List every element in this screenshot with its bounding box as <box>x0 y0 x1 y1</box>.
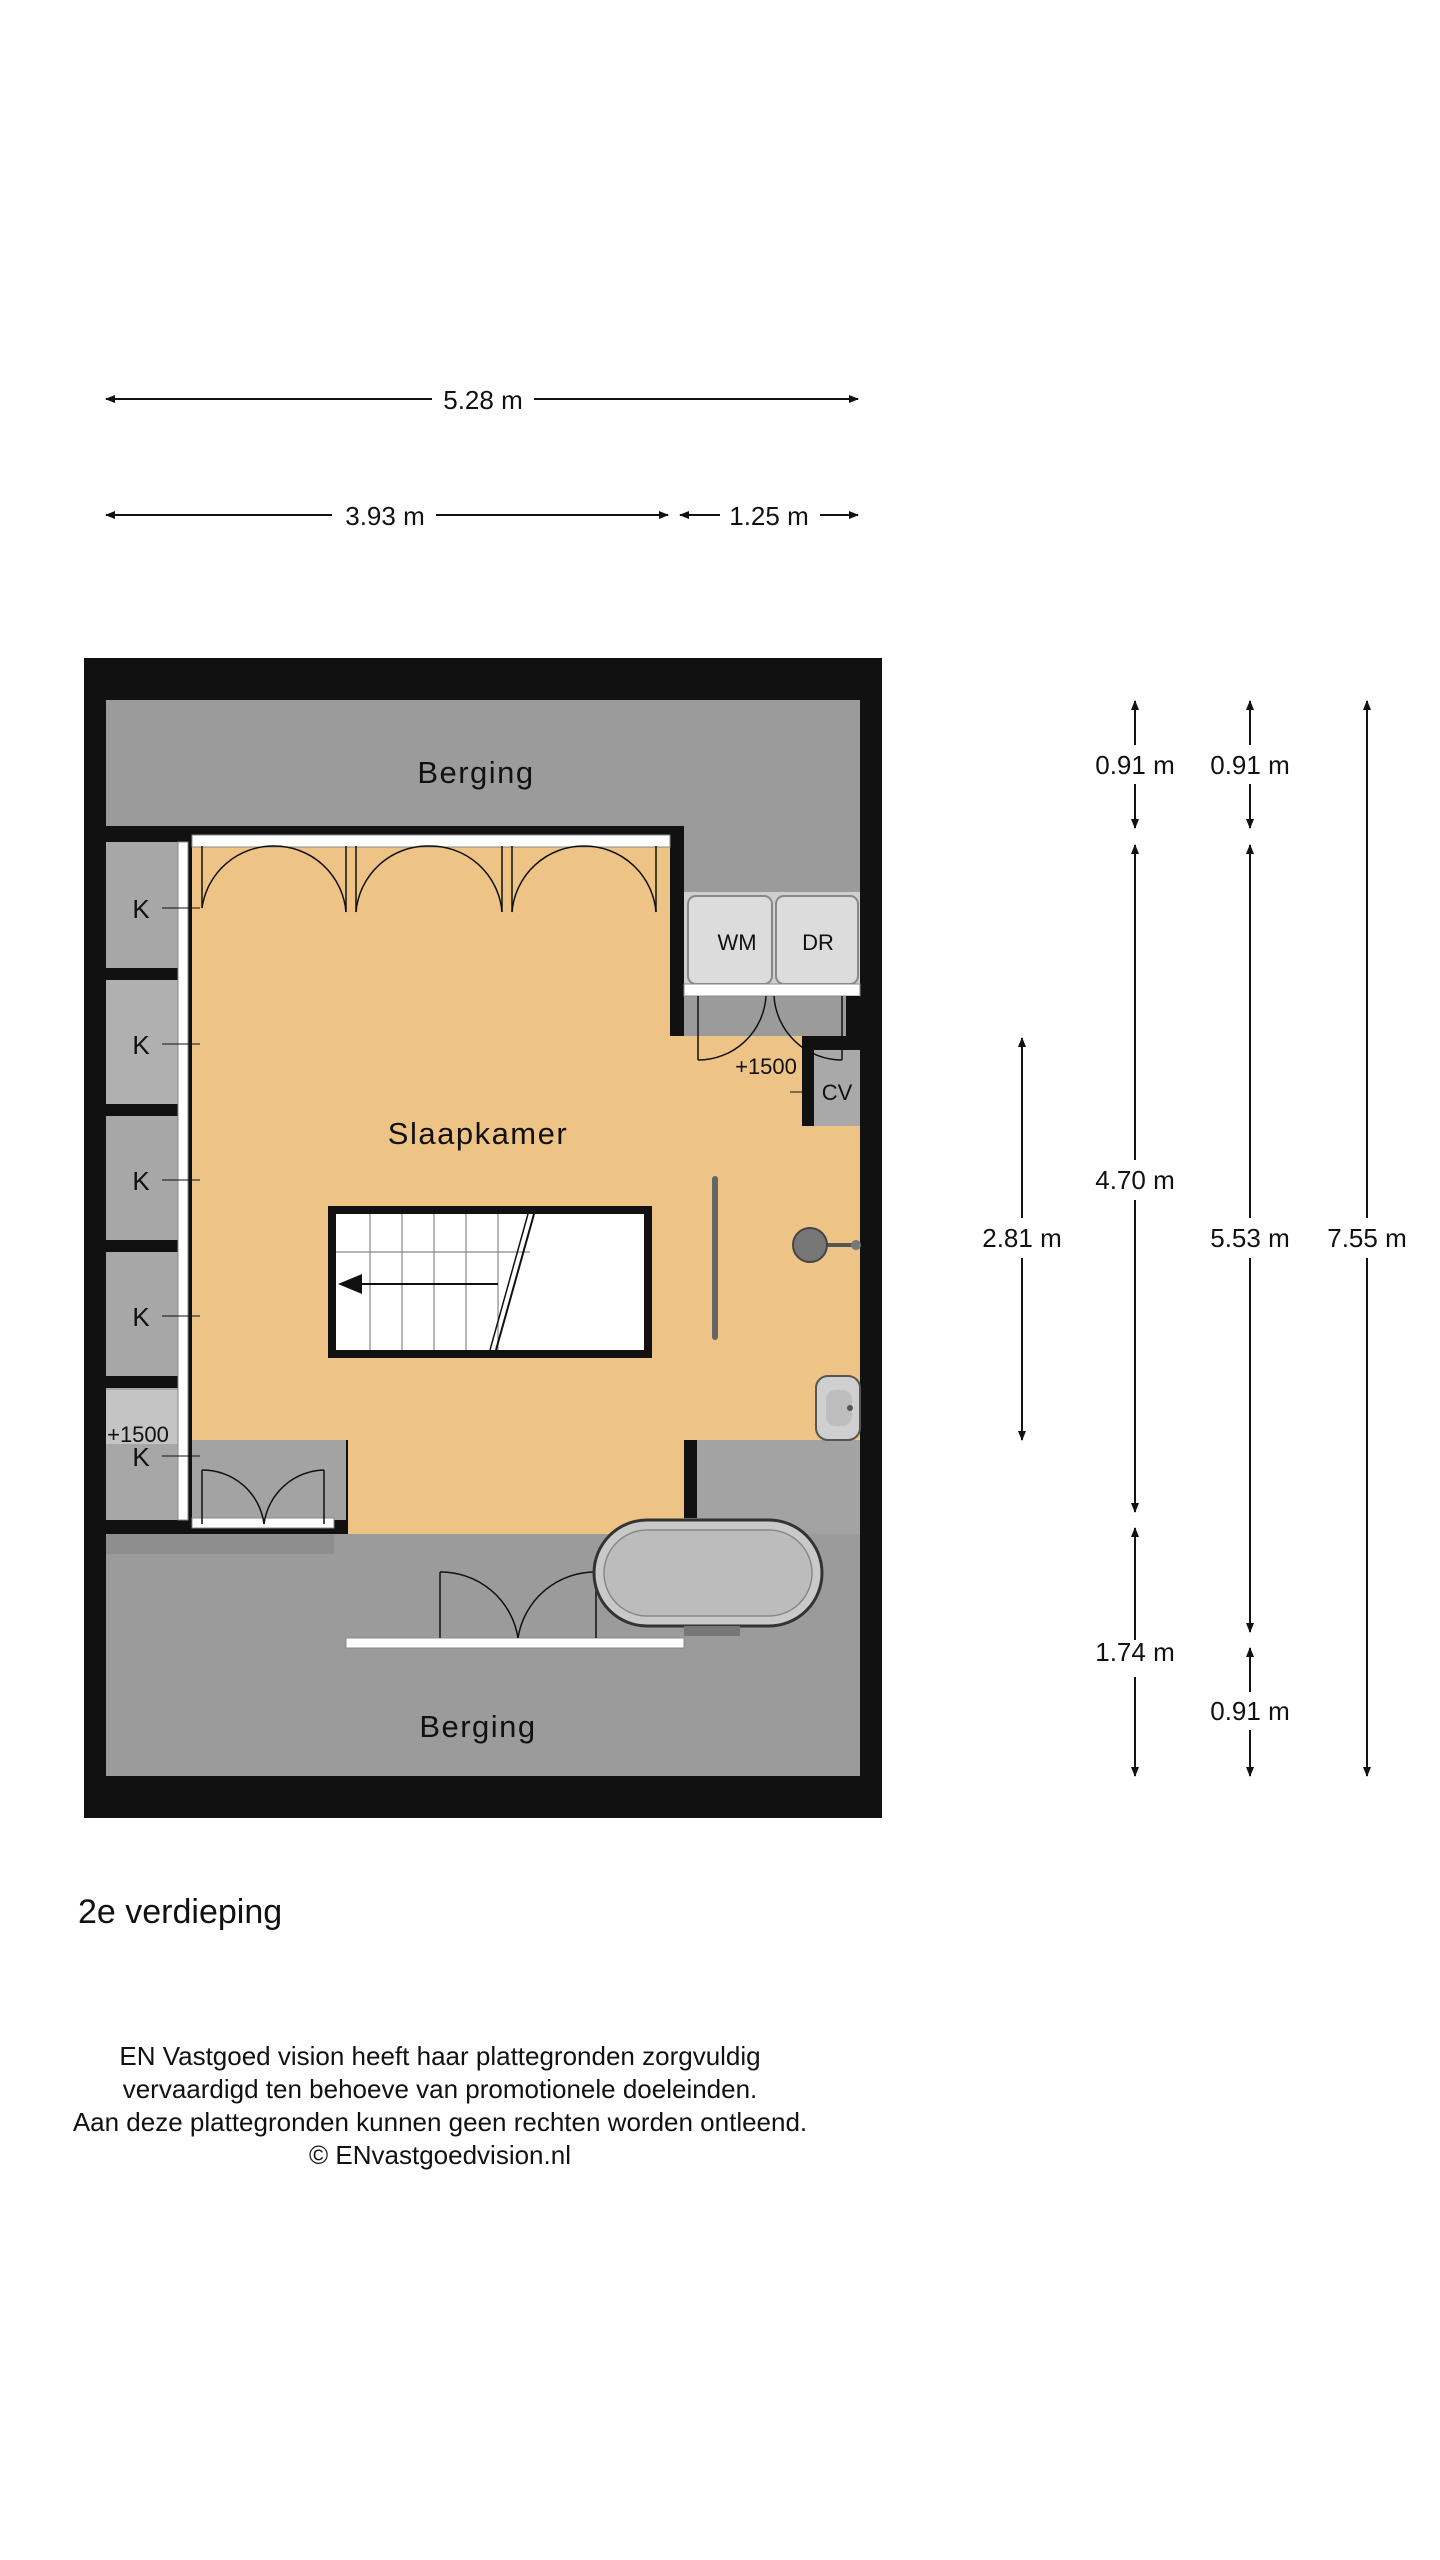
closet-2 <box>106 980 182 1104</box>
dryer-label: DR <box>802 930 834 955</box>
closet-label: K <box>132 1030 150 1060</box>
closet-label: K <box>132 894 150 924</box>
dim-label: 2.81 m <box>982 1223 1062 1253</box>
dim-label: 0.91 m <box>1210 750 1290 780</box>
dim-label: 1.74 m <box>1095 1637 1175 1667</box>
dim-label: 3.93 m <box>345 501 425 531</box>
room-berging-bottom: Berging <box>419 1709 536 1744</box>
dim-width-left: 3.93 m <box>105 501 669 531</box>
disclaimer-link: © ENvastgoedvision.nl <box>309 2140 571 2170</box>
building <box>84 658 882 1818</box>
dim-label: 7.55 m <box>1327 1223 1407 1253</box>
shower-head-icon <box>792 1227 861 1263</box>
room-slaapkamer: Slaapkamer <box>388 1116 568 1151</box>
bathtub-icon <box>592 1518 824 1636</box>
stairwell <box>328 1206 652 1358</box>
stair-arrow-icon <box>338 1274 362 1294</box>
closet-leaders <box>162 907 814 1457</box>
doors-top <box>201 845 843 1639</box>
dim-label: 0.91 m <box>1095 750 1175 780</box>
dim-verticals: 0.91 m 4.70 m 1.74 m 0.91 m 5.53 m 0.91 … <box>982 700 1407 1777</box>
closet-label: K <box>132 1442 150 1472</box>
disclaimer: EN Vastgoed vision heeft haar plattegron… <box>20 2040 860 2172</box>
level-label: +1500 <box>107 1422 169 1447</box>
dim-width-right: 1.25 m <box>679 501 859 531</box>
dim-label: 5.53 m <box>1210 1223 1290 1253</box>
washing-machine-label: WM <box>717 930 756 955</box>
cv-cupboard <box>814 1050 860 1126</box>
dim-width-total: 5.28 m <box>105 385 859 415</box>
room-berging-top: Berging <box>417 755 534 790</box>
floor-title: 2e verdieping <box>78 1893 283 1931</box>
closet-1 <box>106 842 182 968</box>
dim-label: 4.70 m <box>1095 1165 1175 1195</box>
closet-3 <box>106 1116 182 1240</box>
disclaimer-line: vervaardigd ten behoeve van promotionele… <box>122 2074 758 2104</box>
room-labels: Berging Berging Slaapkamer <box>388 755 568 1744</box>
closet-label: K <box>132 1166 150 1196</box>
shower-screen <box>712 1176 718 1340</box>
disclaimer-line: Aan deze plattegronden kunnen geen recht… <box>72 2107 808 2137</box>
fixture-labels: K K K K K +1500 +1500 WM DR CV <box>107 894 853 1472</box>
level-label: +1500 <box>735 1054 797 1079</box>
dim-label: 1.25 m <box>729 501 809 531</box>
sink-icon <box>815 1375 861 1441</box>
dim-label: 5.28 m <box>443 385 523 415</box>
disclaimer-line: EN Vastgoed vision heeft haar plattegron… <box>119 2041 761 2071</box>
closet-label: K <box>132 1302 150 1332</box>
cv-label: CV <box>822 1080 853 1105</box>
dim-label: 0.91 m <box>1210 1696 1290 1726</box>
closet-4 <box>106 1252 182 1376</box>
